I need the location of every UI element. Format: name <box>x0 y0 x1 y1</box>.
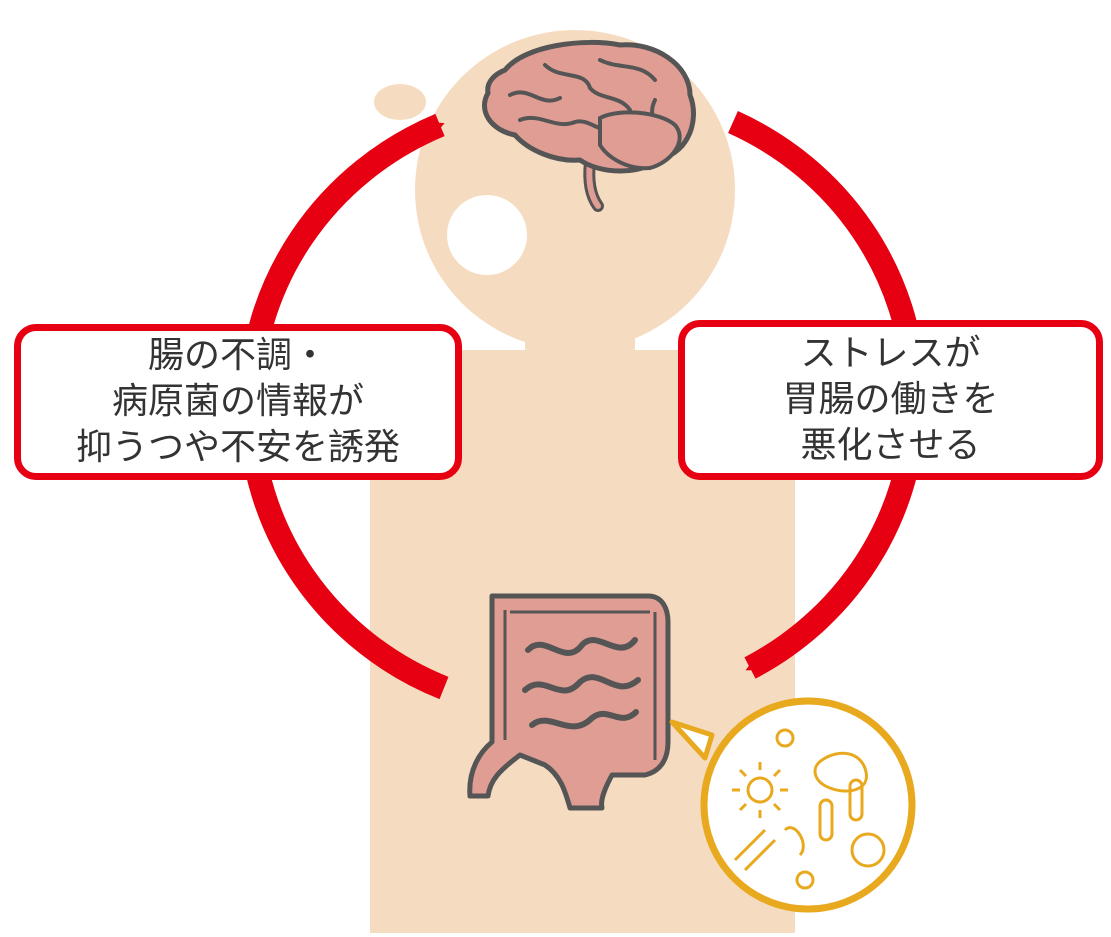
left-callout-line-1: 腸の不調・ <box>148 333 328 379</box>
mouth-cutout <box>447 195 527 275</box>
right-callout-line-2: 胃腸の働きを <box>782 377 998 423</box>
left-callout-line-2: 病原菌の情報が <box>112 379 364 425</box>
right-callout-box: ストレスが 胃腸の働きを 悪化させる <box>678 320 1103 480</box>
right-callout-line-3: 悪化させる <box>800 423 980 469</box>
right-callout-line-1: ストレスが <box>800 331 980 377</box>
left-callout-line-3: 抑うつや不安を誘発 <box>76 425 400 471</box>
nose-bump <box>374 84 426 120</box>
bacteria-bubble <box>704 701 912 909</box>
intestine-icon <box>470 596 668 808</box>
left-callout-box: 腸の不調・ 病原菌の情報が 抑うつや不安を誘発 <box>14 324 462 480</box>
